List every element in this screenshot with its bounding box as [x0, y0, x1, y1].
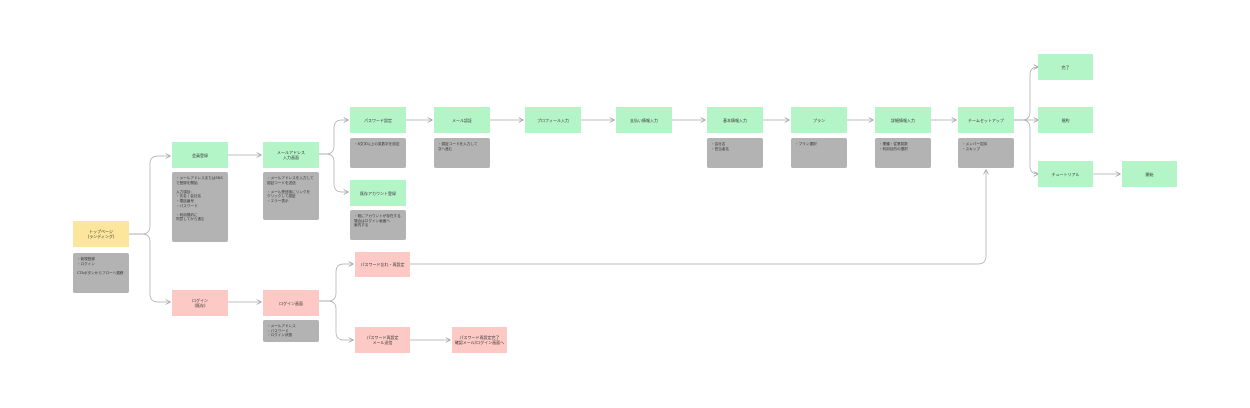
note-plan: ・プラン選択 — [791, 138, 847, 168]
note-email-verify: ・認証コードを入力して 次へ進む — [434, 138, 490, 168]
node-account-error: 既存アカウント登録 — [350, 180, 406, 206]
note-basic-info-input: ・会社名 ・担当者名 — [707, 138, 763, 168]
edge-loginscreen-reset — [319, 300, 353, 340]
edge-email-password — [319, 120, 348, 155]
node-email-input: メールアドレス 入力画面 — [263, 142, 319, 168]
node-completed: 完了 — [1038, 54, 1093, 80]
node-terms: 規約 — [1038, 107, 1093, 133]
edge-top-login — [129, 233, 170, 302]
note-login-screen: ・メールアドレス ・パスワード ・ログイン状態 — [263, 320, 319, 342]
node-top-page: トップページ (ランディング) — [73, 221, 129, 247]
edge-team-completed — [1014, 67, 1038, 121]
note-detail-info-input: ・業種・従業員数 ・利用目的の選択 — [875, 138, 931, 168]
node-password-setting: パスワード設定 — [350, 107, 406, 133]
node-password-reset-mail: パスワード再設定 メール送信 — [355, 327, 410, 353]
note-register: ・メールアドレスまたはSNS で登録を開始 入力項目: ・氏名 / 会社名 ・電… — [172, 172, 228, 242]
note-password-setting: ・8文字以上の英数字を設定 — [350, 138, 406, 168]
node-team-setup: チームセットアップ — [958, 107, 1014, 133]
edge-top-register — [129, 156, 170, 235]
node-forgot-password: パスワード忘れ・再設定 — [355, 252, 410, 277]
edge-loginscreen-forgot — [319, 264, 353, 302]
note-account-error: ・既にアカウントが存在する 場合はログイン画面へ 案内する — [350, 210, 406, 240]
node-reset-complete: パスワード再設定完了 確認メール/ログイン画面へ — [452, 327, 507, 353]
note-top-page: ・新規登録 ・ログイン CTAボタンからフローへ遷移 — [73, 253, 129, 293]
node-detail-info-input: 詳細情報入力 — [875, 107, 931, 133]
node-email-verify: メール認証 — [434, 107, 490, 133]
note-email-input: ・メールアドレスを入力して 認証コードを送信 ・メール受信後にリンクを クリック… — [263, 172, 319, 220]
node-start: 開始 — [1122, 161, 1177, 187]
node-register: 会員登録 — [172, 142, 228, 168]
node-basic-info-input: 基本情報入力 — [707, 107, 763, 133]
node-login: ログイン (既存) — [172, 290, 228, 316]
edge-forgot-team — [410, 170, 986, 265]
node-plan: プラン — [791, 107, 847, 133]
node-tutorial: チュートリアル — [1038, 161, 1093, 187]
edge-email-account — [319, 153, 348, 192]
note-team-setup: ・メンバー招待 ・スキップ — [958, 138, 1014, 168]
edge-team-tutorial — [1014, 119, 1038, 174]
node-payment-input: 支払い情報入力 — [616, 107, 672, 133]
node-profile-input: プロフィール入力 — [525, 107, 581, 133]
node-login-screen: ログイン画面 — [263, 290, 319, 316]
